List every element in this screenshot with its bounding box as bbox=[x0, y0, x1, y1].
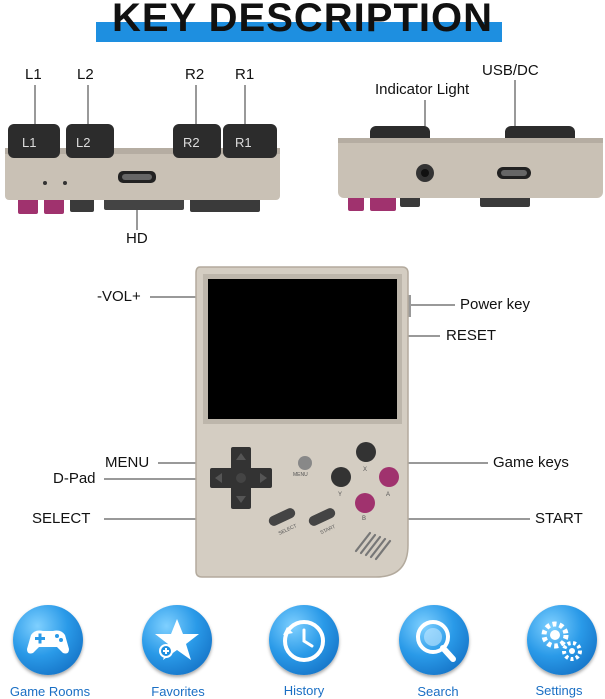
r1-label: R1 bbox=[235, 66, 255, 83]
l2-button: L2 bbox=[76, 135, 91, 150]
gears-icon bbox=[541, 621, 582, 661]
vol-label: -VOL+ bbox=[97, 288, 141, 305]
title-underline-bar bbox=[96, 22, 502, 42]
r1-button: R1 bbox=[235, 135, 252, 150]
indicator-light-label: Indicator Light bbox=[375, 81, 470, 98]
select-label: SELECT bbox=[32, 510, 91, 527]
search-button[interactable] bbox=[399, 605, 469, 675]
history-button[interactable] bbox=[269, 605, 339, 675]
game-rooms-button[interactable] bbox=[13, 605, 83, 675]
nav-label-favorites[interactable]: Favorites bbox=[151, 684, 205, 699]
menu-label: MENU bbox=[105, 454, 150, 471]
hd-label: HD bbox=[126, 230, 148, 247]
gamepad-icon bbox=[27, 630, 69, 654]
reset-label: RESET bbox=[446, 327, 497, 344]
dpad-label: D-Pad bbox=[53, 470, 96, 487]
front-view bbox=[104, 266, 530, 578]
device-y-text: Y bbox=[338, 492, 343, 498]
power-key-label: Power key bbox=[460, 296, 531, 313]
nav-label-game-rooms[interactable]: Game Rooms bbox=[9, 684, 91, 699]
favorites-button[interactable] bbox=[142, 605, 212, 675]
device-menu-text: MENU bbox=[293, 472, 308, 478]
nav-label-search[interactable]: Search bbox=[417, 684, 459, 699]
device-a-text: A bbox=[386, 492, 391, 498]
page-title: KEY DESCRIPTION bbox=[112, 0, 493, 40]
device-b-text: B bbox=[362, 516, 367, 522]
star-icon bbox=[155, 619, 199, 660]
clock-icon bbox=[283, 620, 325, 662]
nav-label-settings[interactable]: Settings bbox=[535, 683, 583, 698]
top-view-left bbox=[5, 85, 280, 230]
l1-button: L1 bbox=[22, 135, 37, 150]
usb-dc-label: USB/DC bbox=[482, 62, 539, 79]
start-label: START bbox=[535, 510, 583, 527]
top-view-right bbox=[338, 80, 603, 211]
device-x-text: X bbox=[363, 467, 368, 473]
game-keys-label: Game keys bbox=[493, 454, 569, 471]
r2-label: R2 bbox=[185, 66, 205, 83]
l2-label: L2 bbox=[77, 66, 94, 83]
magnifier-icon bbox=[416, 620, 456, 662]
r2-button: R2 bbox=[183, 135, 200, 150]
nav-label-history[interactable]: History bbox=[283, 683, 325, 698]
settings-button[interactable] bbox=[527, 605, 597, 675]
l1-label: L1 bbox=[25, 66, 42, 83]
